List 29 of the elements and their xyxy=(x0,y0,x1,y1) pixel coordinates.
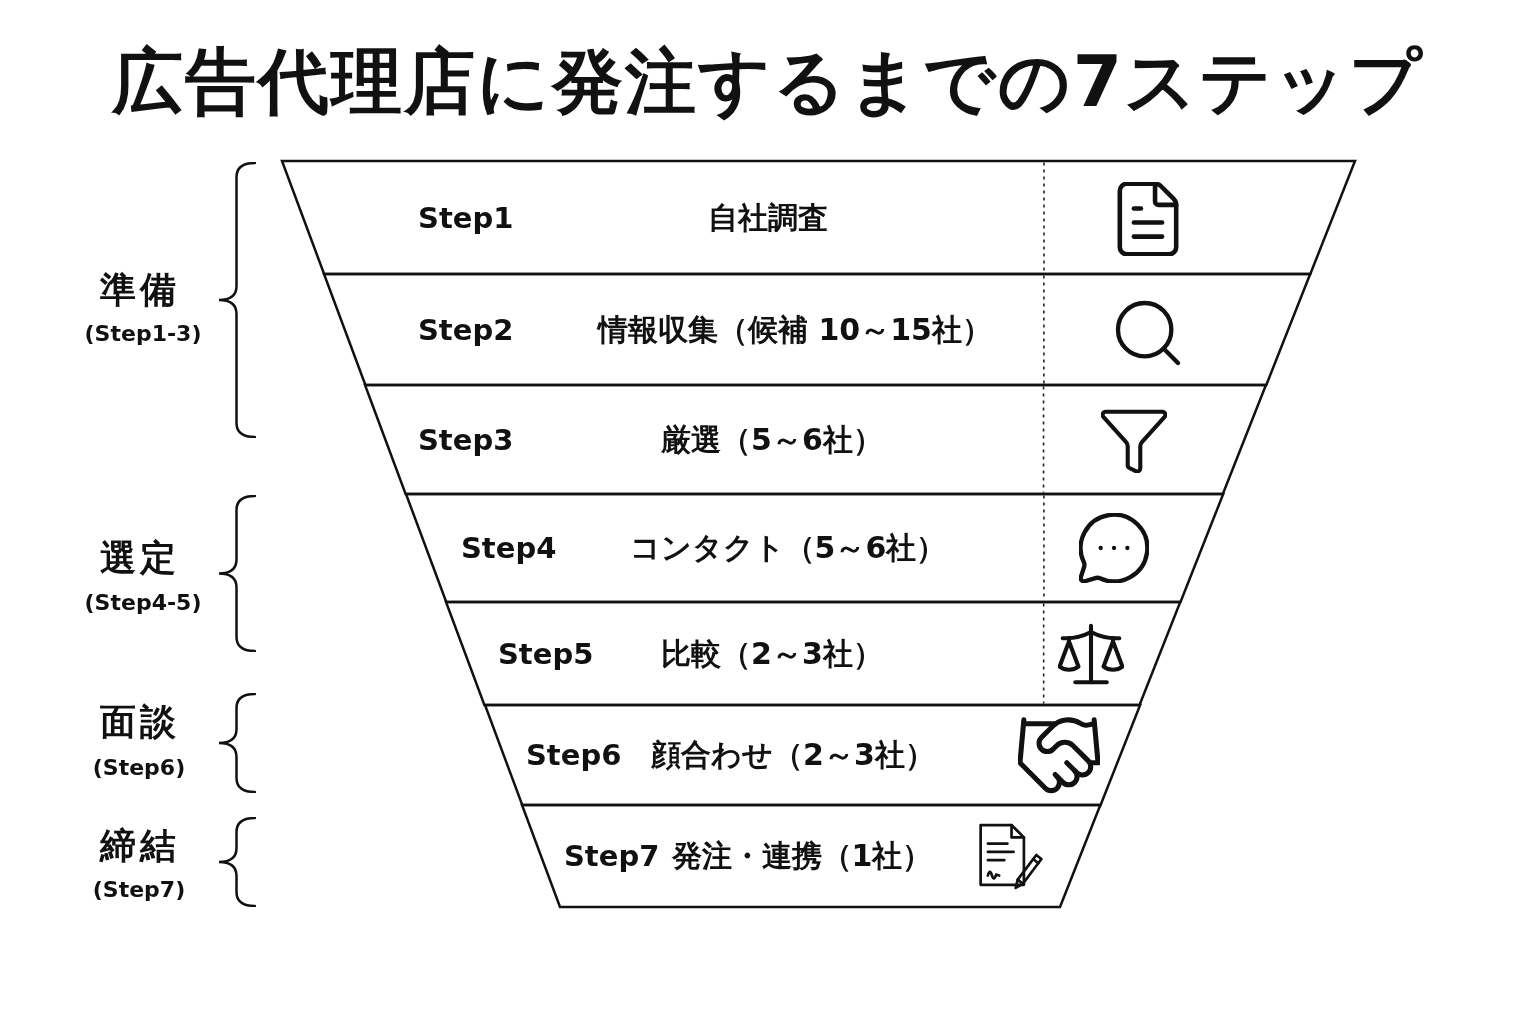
group-label: 準備 xyxy=(100,272,180,308)
step-description: 顔合わせ（2～3社） xyxy=(651,740,935,770)
step-label: Step5 xyxy=(498,639,594,668)
step-label: Step6 xyxy=(526,740,622,770)
group-label: 締結 xyxy=(100,828,180,864)
step-label: Step1 xyxy=(418,203,514,232)
step-range-label: (Step4-5) xyxy=(84,592,202,614)
step-range-label: (Step7) xyxy=(92,879,186,901)
step-label: Step7 xyxy=(564,841,660,871)
step-description: 自社調査 xyxy=(708,202,828,233)
step-description: 情報収集（候補 10～15社） xyxy=(598,314,992,345)
step-description: コンタクト（5～6社） xyxy=(629,533,947,563)
step-label: Step2 xyxy=(418,315,514,344)
funnel-band xyxy=(522,805,1101,907)
funnel-band xyxy=(365,385,1267,494)
funnel-band xyxy=(324,274,1311,385)
step-range-label: (Step1-3) xyxy=(84,323,202,345)
funnel-band xyxy=(484,705,1140,805)
group-label: 選定 xyxy=(100,540,180,576)
funnel-band xyxy=(446,602,1181,705)
step-description: 厳選（5～6社） xyxy=(661,424,883,455)
step-description: 比較（2～3社） xyxy=(661,638,883,669)
step-label: Step4 xyxy=(461,533,557,563)
step-label: Step3 xyxy=(418,425,514,454)
funnel-band xyxy=(406,494,1224,602)
step-range-label: (Step6) xyxy=(92,757,186,779)
step-description: 発注・連携（1社） xyxy=(671,841,933,871)
funnel-band xyxy=(282,161,1355,274)
group-label: 面談 xyxy=(100,704,180,740)
